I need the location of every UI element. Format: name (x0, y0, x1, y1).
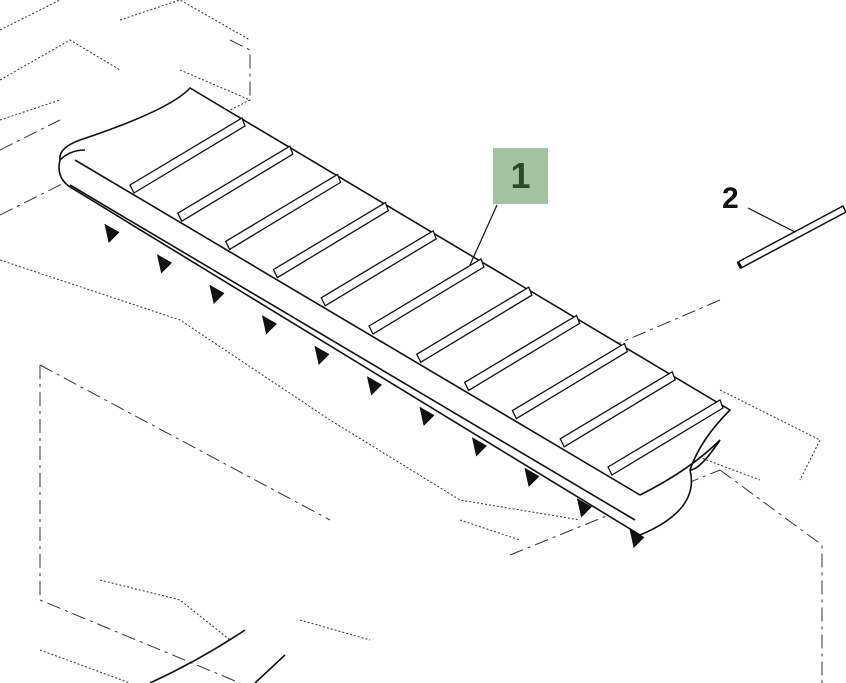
belt-tooth (157, 254, 172, 274)
belt-right-curl (639, 439, 721, 496)
belt-tooth (209, 284, 225, 304)
callout-1[interactable]: 1 (493, 148, 548, 204)
belt-tooth (262, 315, 277, 335)
leader-line-1 (469, 204, 498, 266)
callout-2[interactable]: 2 (722, 182, 739, 215)
belt-tooth (419, 406, 435, 426)
belt-slat (511, 342, 629, 420)
belt-slat (415, 286, 533, 364)
belt-tooth (577, 498, 592, 518)
dash-dot-line (39, 365, 241, 683)
belt-tooth (367, 376, 382, 396)
belt-slat (368, 258, 485, 335)
leader-lines (469, 204, 796, 266)
belt-slat (272, 201, 390, 279)
conveyor-belt (58, 86, 732, 548)
dotted-context-line (99, 579, 231, 641)
belt-slat (224, 173, 342, 251)
belt-tooth (314, 345, 330, 365)
dash-dot-line (39, 364, 331, 521)
pin-rod-part (736, 204, 846, 270)
lower-part-outline (149, 629, 286, 683)
belt-tooth (524, 467, 540, 487)
dotted-context-line (719, 389, 821, 481)
belt-tooth (104, 223, 120, 243)
belt-left-curl (59, 149, 86, 161)
belt-tooth (472, 437, 487, 457)
dash-dot-line (0, 179, 71, 216)
pin-rod-end (736, 261, 743, 269)
dash-dot-line (719, 469, 823, 683)
dotted-context-line (119, 0, 251, 41)
dash-dot-line (0, 119, 61, 151)
belt-slat (463, 314, 581, 392)
dotted-context-line (0, 39, 121, 81)
dash-dot-line (229, 39, 251, 100)
pin-rod (737, 204, 846, 270)
dotted-context-line (459, 519, 521, 541)
dotted-context-line (299, 619, 371, 641)
belt-slat (320, 229, 437, 307)
dash-dot-line (614, 299, 721, 346)
belt-top-edge (74, 159, 641, 496)
belt-slat (607, 399, 724, 476)
dotted-context-line (39, 649, 131, 683)
belt-slat (129, 117, 246, 194)
belt-front-edge (69, 184, 636, 521)
dotted-context-line (0, 99, 61, 121)
belt-slat (176, 145, 294, 223)
belt-tooth (629, 528, 645, 548)
leader-line-2 (747, 207, 796, 233)
belt-slat (559, 370, 676, 448)
dotted-context-line (0, 0, 61, 31)
